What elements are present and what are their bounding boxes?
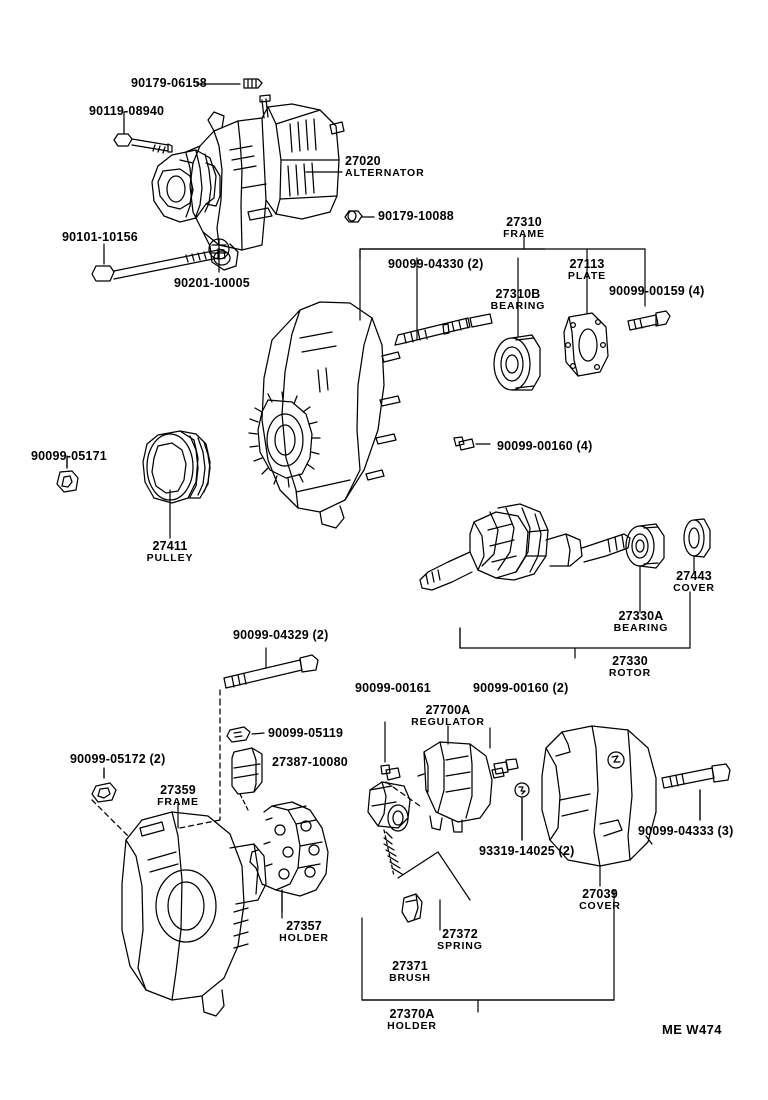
label-screw-90099-04329: 90099-04329 (2) — [233, 628, 329, 642]
label-cover-27443: 27443 COVER — [673, 570, 715, 593]
label-regulator-name: REGULATOR — [411, 715, 485, 728]
bolt-90119-08940-illustration — [113, 118, 173, 154]
label-pulley-27411: 27411 PULLEY — [147, 540, 194, 563]
label-holder-27357-number: 27357 — [286, 919, 322, 933]
label-alternator-number: 27020 — [345, 154, 381, 168]
label-bearing-27310b: 27310B BEARING — [491, 288, 546, 311]
label-cover-27039-name: COVER — [579, 899, 621, 912]
label-bolt-90101-10156: 90101-10156 — [62, 230, 138, 244]
label-frame-name: FRAME — [503, 227, 545, 240]
screw-90099-00161-illustration — [380, 764, 421, 807]
brush-holder-27370a-illustration — [367, 781, 439, 923]
nut-90099-05172-illustration — [91, 767, 129, 837]
label-bolt-90179-06158: 90179-06158 — [131, 76, 207, 90]
regulator-27700a-illustration — [417, 741, 505, 833]
label-pulley-name: PULLEY — [146, 551, 194, 564]
label-alternator-name: ALTERNATOR — [345, 166, 425, 179]
label-screw-90099-00161: 90099-00161 — [355, 681, 431, 695]
label-screw-93319-14025: 93319-14025 (2) — [479, 844, 575, 858]
pulley-27411-illustration — [142, 430, 211, 521]
label-frame-27310: 27310 FRAME — [503, 216, 545, 239]
label-alternator-27020: 27020 ALTERNATOR — [345, 155, 425, 178]
label-holder-27357-name: HOLDER — [279, 931, 329, 944]
label-holder-27370a-name: HOLDER — [387, 1019, 437, 1032]
label-frame-number: 27310 — [506, 215, 542, 229]
label-bolt-90119-08940: 90119-08940 — [89, 104, 165, 118]
label-bearing-27330a: 27330A BEARING — [614, 610, 669, 633]
label-holder-27370a: 27370A HOLDER — [387, 1008, 437, 1031]
cover-27039-illustration — [541, 725, 657, 867]
screw-90099-04329-illustration — [179, 654, 319, 829]
label-bearing-name: BEARING — [490, 299, 546, 312]
label-spring-number: 27372 — [442, 927, 478, 941]
label-screw-90099-00160-lower: 90099-00160 (2) — [473, 681, 569, 695]
label-nut-90099-05172: 90099-05172 (2) — [70, 752, 166, 766]
label-frame-27359: 27359 FRAME — [157, 784, 199, 807]
label-cap-27387-10080: 27387-10080 — [272, 755, 348, 769]
label-screw-90099-04330: 90099-04330 (2) — [388, 257, 484, 271]
label-nut-90099-05171: 90099-05171 — [31, 449, 107, 463]
nut-90179-10088-illustration — [344, 210, 375, 223]
label-regulator-number: 27700A — [425, 703, 471, 717]
label-cover-27039: 27039 COVER — [579, 888, 621, 911]
label-brush-number: 27371 — [392, 959, 428, 973]
bolt-90179-06158-illustration — [196, 78, 263, 89]
bearing-27310b-illustration — [493, 334, 541, 391]
label-plate-name: PLATE — [567, 269, 607, 282]
label-brush-27371: 27371 BRUSH — [389, 960, 431, 983]
label-pulley-number: 27411 — [152, 539, 188, 553]
label-cover-27039-number: 27039 — [582, 887, 618, 901]
label-cover-27443-number: 27443 — [676, 569, 712, 583]
label-spring-27372: 27372 SPRING — [437, 928, 483, 951]
cap-27387-10080-illustration — [231, 747, 263, 811]
frame-27359-illustration — [121, 811, 267, 1017]
label-screw-90099-00159: 90099-00159 (4) — [609, 284, 705, 298]
label-rotor-bearing-number: 27330A — [618, 609, 664, 623]
holder-27357-illustration — [249, 801, 329, 913]
label-washer-90201-10005: 90201-10005 — [174, 276, 250, 290]
label-regulator-27700a: 27700A REGULATOR — [411, 704, 485, 727]
label-holder-27370a-number: 27370A — [389, 1007, 435, 1021]
nut-90099-05119-illustration — [226, 726, 265, 743]
label-rotor-27330: 27330 ROTOR — [609, 655, 651, 678]
label-rotor-number: 27330 — [612, 654, 648, 668]
frame-27310-illustration — [248, 301, 401, 529]
label-plate-number: 27113 — [569, 257, 605, 271]
label-rotor-bearing-name: BEARING — [613, 621, 669, 634]
washer-90201-10005-illustration — [208, 238, 230, 273]
label-cover-27443-name: COVER — [673, 581, 715, 594]
label-screw-90099-00160-upper: 90099-00160 (4) — [497, 439, 593, 453]
bearing-27330a-illustration — [625, 523, 665, 569]
label-brush-name: BRUSH — [389, 971, 431, 984]
screw-90099-00160-upper-illustration — [453, 436, 491, 451]
rotor-27330-illustration — [419, 503, 631, 591]
label-screw-90099-04333: 90099-04333 (3) — [638, 824, 734, 838]
bolt-90101-10156-illustration — [91, 248, 226, 282]
screw-90099-00160-lower-illustration — [493, 758, 519, 775]
label-nut-90099-05119: 90099-05119 — [268, 726, 344, 740]
label-rotor-name: ROTOR — [608, 666, 652, 679]
screw-90099-04330-illustration — [394, 313, 493, 346]
label-holder-27357: 27357 HOLDER — [279, 920, 329, 943]
label-plate-27113: 27113 PLATE — [568, 258, 606, 281]
leader-lines — [66, 83, 701, 1013]
label-frame-27359-number: 27359 — [160, 783, 196, 797]
cover-27443-illustration — [683, 518, 711, 558]
screw-90099-00159-illustration — [627, 310, 671, 331]
label-frame-27359-name: FRAME — [157, 795, 199, 808]
label-spring-name: SPRING — [437, 939, 483, 952]
plate-27113-illustration — [563, 312, 609, 377]
alternator-body-illustration — [151, 94, 345, 271]
label-nut-90179-10088: 90179-10088 — [378, 209, 454, 223]
diagram-reference-code: ME W474 — [662, 1022, 722, 1037]
label-bearing-number: 27310B — [495, 287, 541, 301]
screw-90099-04333-illustration — [661, 763, 731, 821]
